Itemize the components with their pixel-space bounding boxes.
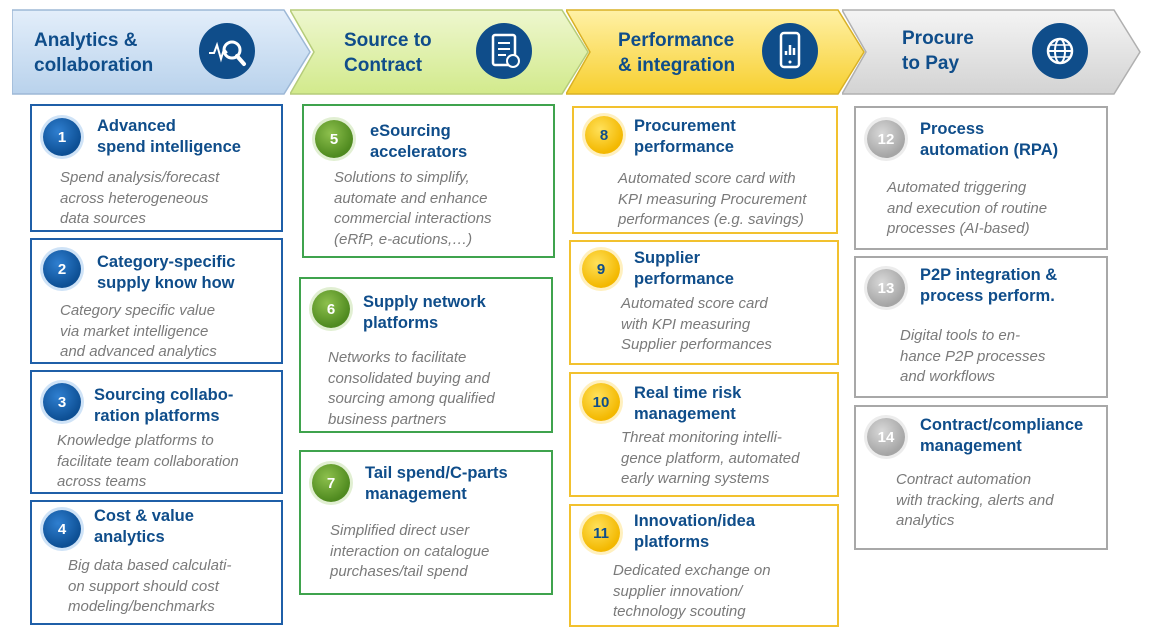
card-number-badge: 9 xyxy=(582,250,620,288)
card-number-badge: 2 xyxy=(43,250,81,288)
card-description: Solutions to simplify, automate and enha… xyxy=(334,169,492,248)
card-process-automation: 12 Process automation (RPA) Automated tr… xyxy=(854,106,1108,250)
card-title: Process automation (RPA) xyxy=(920,120,1059,159)
card-title: Procurement performance xyxy=(634,117,736,156)
card-title: eSourcing accelerators xyxy=(370,122,468,161)
stage-title: Procure to Pay xyxy=(902,28,974,74)
stage-analytics-chevron: Analytics & collaboration xyxy=(12,6,312,96)
analytics-magnifier-icon xyxy=(199,23,255,79)
card-number-badge: 7 xyxy=(312,464,350,502)
card-description: Threat monitoring intelli- gence platfor… xyxy=(621,429,800,487)
card-cost-value-analytics: 4 Cost & value analytics Big data based … xyxy=(30,500,283,625)
card-category-specific: 2 Category-specific supply know how Cate… xyxy=(30,238,283,364)
card-number-badge: 11 xyxy=(582,514,620,552)
card-title: Cost & value analytics xyxy=(94,507,194,546)
card-title: Category-specific supply know how xyxy=(97,253,236,292)
card-description: Knowledge platforms to facilitate team c… xyxy=(57,432,239,490)
card-description: Big data based calculati- on support sho… xyxy=(68,557,232,615)
card-title: P2P integration & process perform. xyxy=(920,266,1058,305)
card-advanced-spend-intelligence: 1 Advanced spend intelligence Spend anal… xyxy=(30,104,283,232)
card-number-badge: 1 xyxy=(43,118,81,156)
stage-performance-chevron: Performance & integration xyxy=(566,6,866,96)
card-description: Automated score card with KPI measuring … xyxy=(621,295,772,353)
card-procurement-performance: 8 Procurement performance Automated scor… xyxy=(572,106,838,234)
card-number-badge: 6 xyxy=(312,290,350,328)
card-innovation-platforms: 11 Innovation/idea platforms Dedicated e… xyxy=(569,504,839,627)
card-description: Simplified direct user interaction on ca… xyxy=(330,522,490,580)
card-number-badge: 13 xyxy=(867,269,905,307)
card-number-badge: 8 xyxy=(585,116,623,154)
mobile-chart-icon xyxy=(762,23,818,79)
card-description: Category specific value via market intel… xyxy=(60,302,217,360)
stage-procure-chevron: Procure to Pay xyxy=(842,6,1142,96)
card-real-time-risk: 10 Real time risk management Threat moni… xyxy=(569,372,839,497)
card-description: Automated score card with KPI measuring … xyxy=(618,170,807,228)
contract-document-icon xyxy=(476,23,532,79)
card-title: Supply network platforms xyxy=(363,293,486,332)
card-sourcing-collaboration: 3 Sourcing collabo- ration platforms Kno… xyxy=(30,370,283,494)
card-p2p-integration: 13 P2P integration & process perform. Di… xyxy=(854,256,1108,398)
stage-source-chevron: Source to Contract xyxy=(290,6,590,96)
card-supply-network-platforms: 6 Supply network platforms Networks to f… xyxy=(299,277,553,433)
card-title: Tail spend/C-parts management xyxy=(365,464,508,503)
card-description: Digital tools to en- hance P2P processes… xyxy=(900,327,1046,385)
card-description: Automated triggering and execution of ro… xyxy=(887,179,1048,237)
card-number-badge: 5 xyxy=(315,120,353,158)
card-description: Networks to facilitate consolidated buyi… xyxy=(328,349,495,428)
card-description: Contract automation with tracking, alert… xyxy=(896,471,1054,529)
card-number-badge: 12 xyxy=(867,120,905,158)
card-contract-compliance: 14 Contract/compliance management Contra… xyxy=(854,405,1108,550)
card-number-badge: 14 xyxy=(867,418,905,456)
card-title: Real time risk management xyxy=(634,384,742,423)
card-number-badge: 3 xyxy=(43,383,81,421)
globe-icon xyxy=(1032,23,1088,79)
stage-title: Analytics & collaboration xyxy=(34,30,154,76)
stage-title: Performance & integration xyxy=(618,30,736,76)
card-supplier-performance: 9 Supplier performance Automated score c… xyxy=(569,240,839,365)
card-title: Innovation/idea platforms xyxy=(634,512,756,551)
card-description: Dedicated exchange on supplier innovatio… xyxy=(613,562,771,620)
card-number-badge: 10 xyxy=(582,383,620,421)
card-esourcing-accelerators: 5 eSourcing accelerators Solutions to si… xyxy=(302,104,555,258)
stage-title: Source to Contract xyxy=(344,30,432,76)
card-title: Sourcing collabo- ration platforms xyxy=(94,386,234,425)
card-description: Spend analysis/forecast across heterogen… xyxy=(60,169,220,227)
card-tail-spend: 7 Tail spend/C-parts management Simplifi… xyxy=(299,450,553,595)
card-title: Advanced spend intelligence xyxy=(97,117,241,156)
card-title: Contract/compliance management xyxy=(920,416,1084,455)
card-title: Supplier performance xyxy=(634,249,734,288)
card-number-badge: 4 xyxy=(43,510,81,548)
